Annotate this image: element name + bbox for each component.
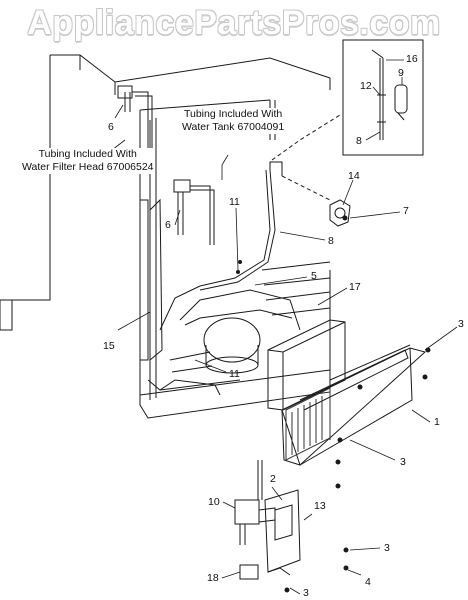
callout-3-low: 3 <box>384 542 390 554</box>
callout-11-top: 11 <box>229 196 240 208</box>
screw <box>337 437 343 443</box>
screw <box>343 547 349 553</box>
water-filter-note-line1: Tubing Included With <box>38 148 137 160</box>
water-line <box>159 114 341 331</box>
water-filter-note: Tubing Included With Water Filter Head 6… <box>22 148 154 174</box>
callout-18: 18 <box>207 572 219 584</box>
callout-16: 16 <box>406 53 418 65</box>
screw <box>357 384 363 390</box>
callout-3-bot: 3 <box>303 587 309 599</box>
callout-11-bot: 11 <box>229 368 240 380</box>
screw <box>425 347 431 353</box>
callout-6-mid: 6 <box>165 219 171 231</box>
callout-4: 4 <box>365 576 371 588</box>
callout-14: 14 <box>348 170 360 182</box>
water-tank-note-line2: Water Tank 67004091 <box>182 121 285 133</box>
screw <box>335 483 341 489</box>
clip <box>238 260 242 264</box>
machine-compartment <box>261 261 331 316</box>
compressor <box>159 289 301 396</box>
callout-17: 17 <box>349 281 361 293</box>
clip <box>236 270 240 274</box>
bracket-part <box>329 199 351 227</box>
callout-13: 13 <box>314 500 326 512</box>
callout-5: 5 <box>311 270 317 282</box>
screw <box>342 215 348 221</box>
leader-lines <box>111 59 458 595</box>
screw <box>284 587 290 593</box>
callout-3-mid: 3 <box>400 456 406 468</box>
screw <box>343 565 349 571</box>
callout-8-inset: 8 <box>356 135 362 147</box>
water-tank-note-line1: Tubing Included With <box>183 108 283 120</box>
callout-2: 2 <box>270 473 276 485</box>
screw <box>422 374 428 380</box>
callout-6-top: 6 <box>108 121 114 133</box>
callout-7: 7 <box>403 205 409 217</box>
water-filter-note-line2: Water Filter Head 67006524 <box>22 161 154 173</box>
screws <box>236 215 431 593</box>
callout-8-main: 8 <box>328 235 334 247</box>
callout-10: 10 <box>208 496 220 508</box>
screw <box>335 459 341 465</box>
water-tank-note: Tubing Included With Water Tank 67004091 <box>182 108 285 134</box>
callout-1: 1 <box>434 416 440 428</box>
callout-9: 9 <box>398 67 404 79</box>
water-valve-assembly <box>234 460 301 580</box>
upper-tubing <box>117 85 153 150</box>
watermark: AppliancePartsPros.com <box>27 4 441 42</box>
access-cover <box>281 344 427 466</box>
callout-15: 15 <box>103 340 115 352</box>
callout-12: 12 <box>360 80 372 92</box>
detail-inset <box>342 39 424 156</box>
callout-3-right: 3 <box>458 318 464 330</box>
mid-tubing <box>173 179 215 245</box>
front-grille <box>285 387 331 461</box>
